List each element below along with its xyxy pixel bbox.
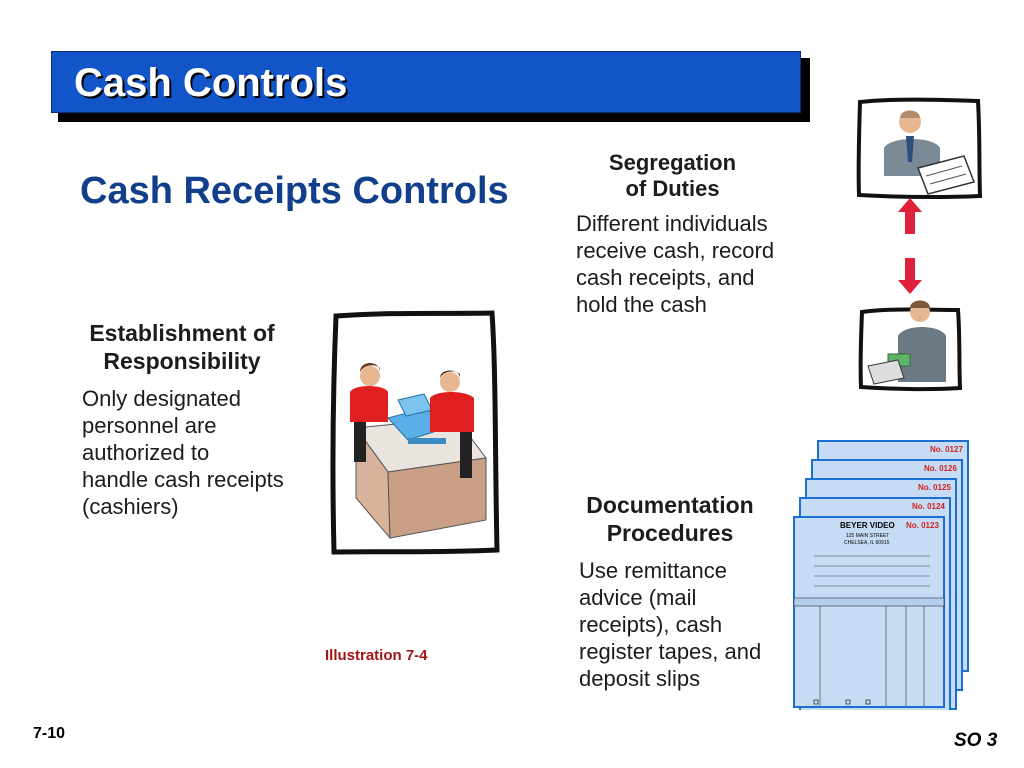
arrow-down-icon — [898, 258, 922, 294]
arrow-up-icon — [898, 198, 922, 234]
study-objective-label: SO 3 — [954, 730, 998, 751]
title-bar: Cash Controls — [51, 51, 801, 113]
invoice-stack-illustration: No. 0127 No. 0126 No. 0125 No. 0124 No. … — [793, 440, 969, 710]
invoice-number-3: No. 0125 — [918, 483, 951, 492]
invoice-address-1: 125 MAIN STREET — [846, 533, 889, 539]
page-number: 7-10 — [33, 725, 66, 742]
invoice-company: BEYER VIDEO — [840, 521, 895, 530]
cash-handler-illustration — [858, 300, 962, 392]
cashier-illustration — [330, 310, 500, 555]
clerk-recording-illustration — [856, 97, 982, 200]
establishment-heading: Establishment of Responsibility — [89, 320, 275, 374]
invoice-number-2: No. 0124 — [912, 502, 945, 511]
illustration-caption: Illustration 7-4 — [325, 647, 428, 664]
invoice-number-1: No. 0123 — [906, 521, 939, 530]
slide-title: Cash Controls — [74, 61, 348, 105]
invoice-address-2: CHELSEA, IL 60915 — [844, 540, 890, 546]
slide-subtitle: Cash Receipts Controls — [80, 170, 509, 212]
segregation-body: Different individuals receive cash, reco… — [576, 211, 775, 318]
documentation-body: Use remittance advice (mail receipts), c… — [579, 558, 762, 692]
invoice-number-5: No. 0127 — [930, 445, 963, 454]
establishment-body: Only designated personnel are authorized… — [82, 386, 284, 520]
segregation-heading: Segregation of Duties — [608, 150, 737, 202]
invoice-number-4: No. 0126 — [924, 464, 957, 473]
documentation-heading: Documentation Procedures — [586, 492, 754, 546]
